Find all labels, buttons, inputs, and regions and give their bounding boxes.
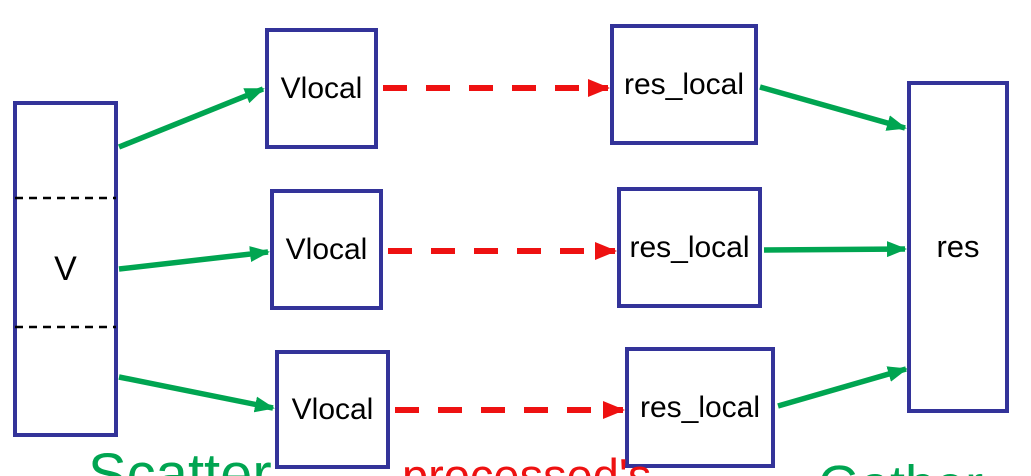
node-res-array: res	[907, 81, 1009, 413]
node-res-local-3-label: res_local	[639, 390, 761, 424]
caption-gather: Gather	[818, 458, 983, 476]
caption-scatter: Scatter	[88, 442, 272, 476]
node-vlocal-2: Vlocal	[270, 189, 383, 310]
node-vlocal-3-label: Vlocal	[291, 392, 374, 426]
node-vlocal-3: Vlocal	[275, 350, 390, 469]
node-v-label: V	[54, 249, 77, 288]
node-res-local-2: res_local	[617, 187, 762, 308]
node-v-array: V	[13, 101, 118, 437]
node-vlocal-2-label: Vlocal	[285, 232, 368, 266]
node-res-local-2-label: res_local	[629, 230, 750, 264]
scatter-arrow-3	[118, 374, 275, 413]
node-res-local-1: res_local	[610, 24, 758, 145]
caption-process: processed's	[402, 449, 652, 476]
node-res-label: res	[936, 229, 980, 264]
node-res-local-1-label: res_local	[623, 67, 745, 101]
gather-arrow-3	[777, 366, 908, 409]
gather-arrow-1	[759, 84, 907, 131]
node-res-local-3: res_local	[625, 347, 775, 468]
node-vlocal-1: Vlocal	[265, 28, 378, 149]
gather-arrow-2	[763, 241, 907, 258]
scatter-arrow-1	[117, 86, 265, 150]
node-vlocal-1-label: Vlocal	[280, 71, 363, 105]
scatter-arrow-2	[118, 246, 270, 272]
